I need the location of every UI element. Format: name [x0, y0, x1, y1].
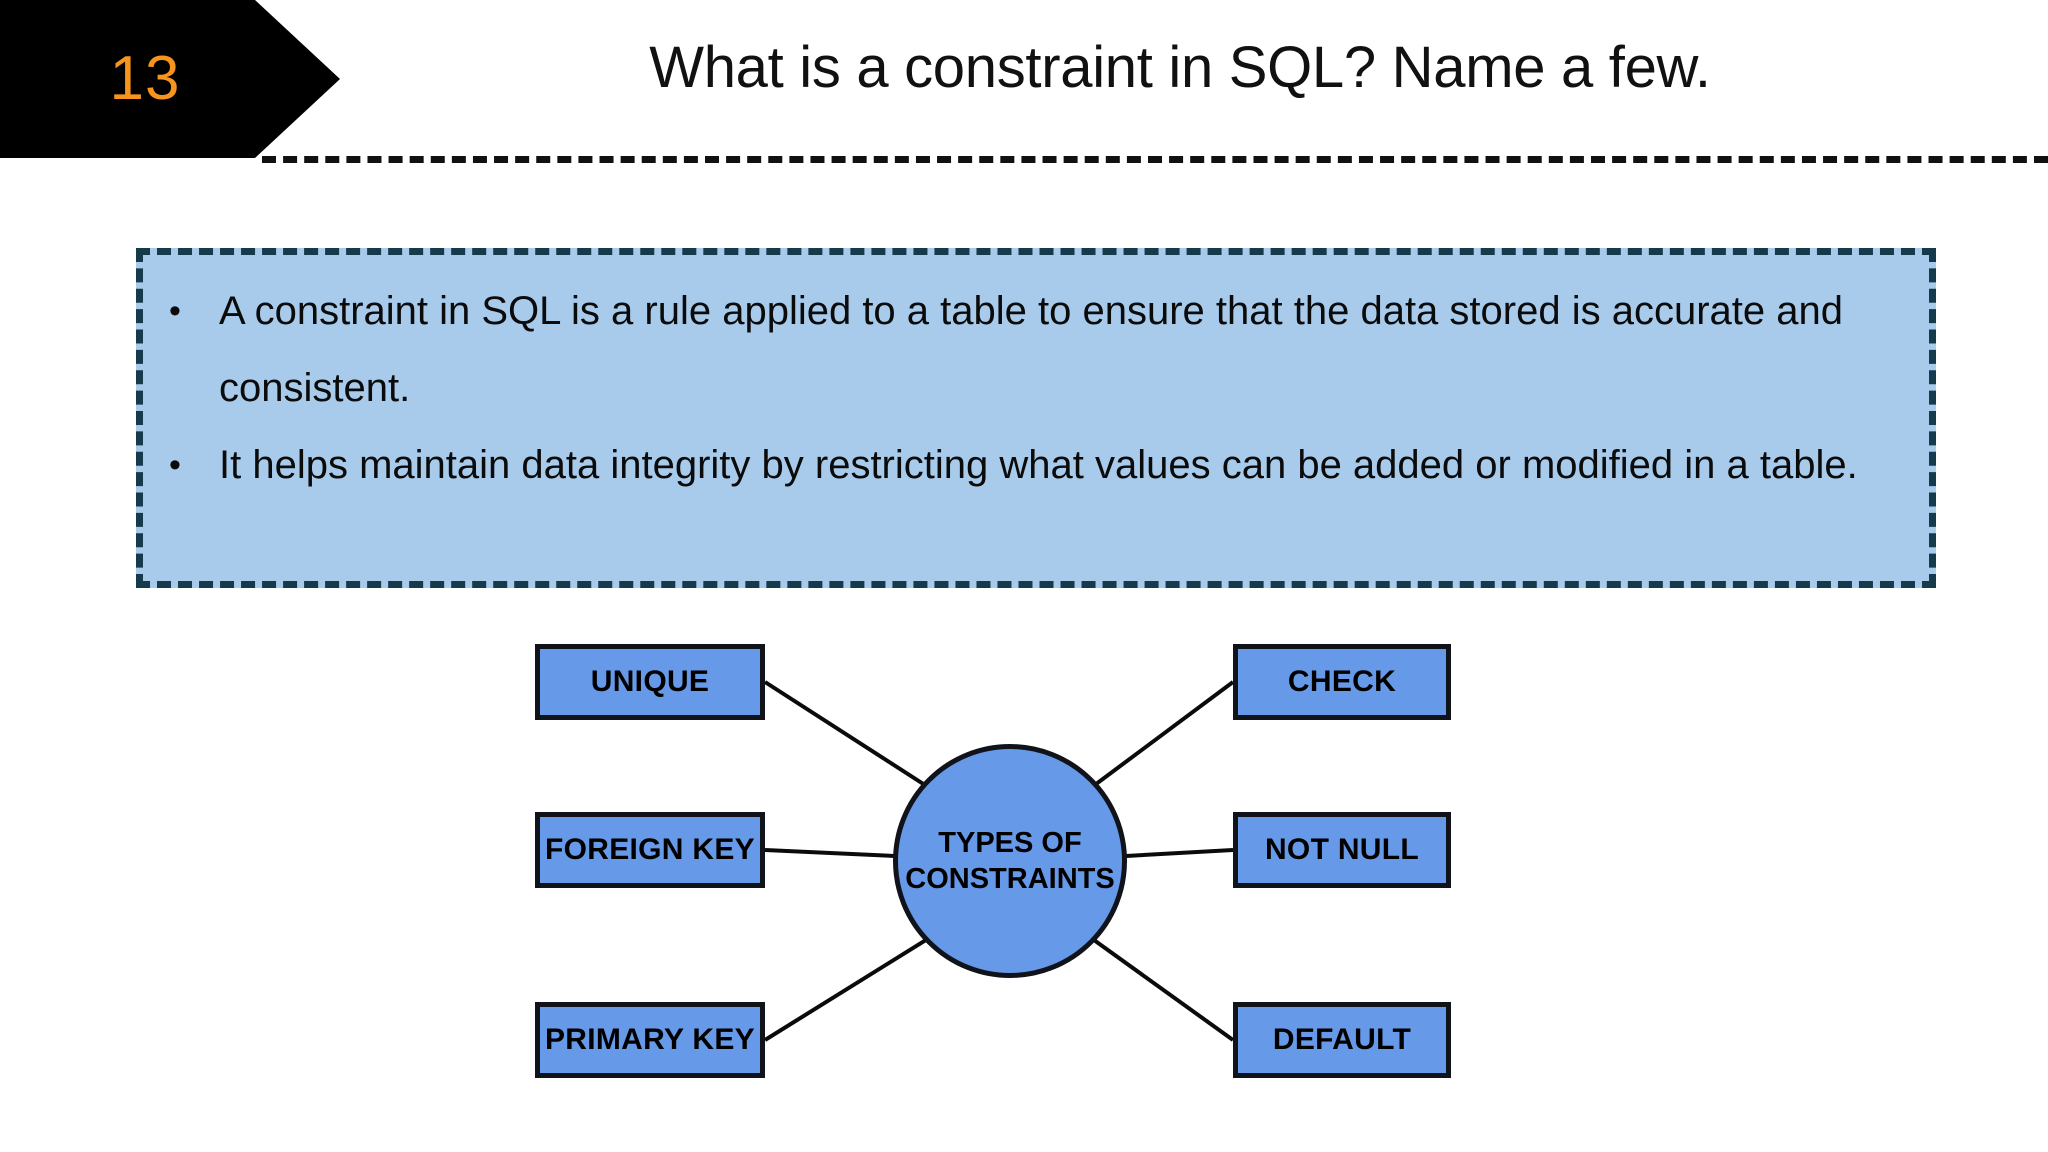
diagram-node-label: FOREIGN KEY [545, 833, 755, 866]
diagram-node-label: CHECK [1287, 665, 1397, 698]
diagram-node-not-null[interactable]: NOT NULL [1233, 812, 1451, 888]
bullet-icon: • [169, 446, 181, 484]
bullet-text: It helps maintain data integrity by rest… [219, 443, 1858, 487]
diagram-node-foreign-key[interactable]: FOREIGN KEY [535, 812, 765, 888]
connector-check [1078, 680, 1235, 798]
diagram-center-node[interactable]: TYPES OF CONSTRAINTS [893, 744, 1127, 978]
diagram-node-label: NOT NULL [1264, 833, 1420, 866]
slide-header: 13 What is a constraint in SQL? Name a f… [0, 0, 2048, 175]
types-of-constraints-diagram: UNIQUE FOREIGN KEY PRIMARY KEY CHECK NOT… [0, 600, 2048, 1152]
bullet-icon: • [169, 292, 181, 330]
bullet-text: A constraint in SQL is a rule applied to… [219, 289, 1843, 410]
diagram-node-primary-key[interactable]: PRIMARY KEY [535, 1002, 765, 1078]
slide-number-label: 13 [109, 44, 181, 113]
diagram-node-label: DEFAULT [1272, 1023, 1412, 1056]
list-item: • It helps maintain data integrity by re… [169, 427, 1903, 504]
diagram-node-label: UNIQUE [590, 665, 710, 698]
diagram-node-unique[interactable]: UNIQUE [535, 644, 765, 720]
header-divider [262, 156, 2048, 163]
content-callout-box: • A constraint in SQL is a rule applied … [136, 248, 1936, 588]
slide-number-badge: 13 [0, 0, 340, 158]
page-title: What is a constraint in SQL? Name a few. [649, 35, 1711, 100]
diagram-node-check[interactable]: CHECK [1233, 644, 1451, 720]
connector-unique [763, 680, 944, 798]
list-item: • A constraint in SQL is a rule applied … [169, 273, 1903, 427]
diagram-center-label-line1: TYPES OF [938, 827, 1082, 859]
connector-default [1078, 928, 1235, 1042]
connector-not-null [1125, 848, 1234, 858]
diagram-node-label: PRIMARY KEY [544, 1023, 755, 1056]
connector-foreign-key [764, 848, 896, 858]
diagram-center-label-line2: CONSTRAINTS [905, 863, 1115, 895]
diagram-connector-lines [763, 680, 1235, 1042]
diagram-node-default[interactable]: DEFAULT [1233, 1002, 1451, 1078]
connector-primary-key [763, 928, 944, 1042]
